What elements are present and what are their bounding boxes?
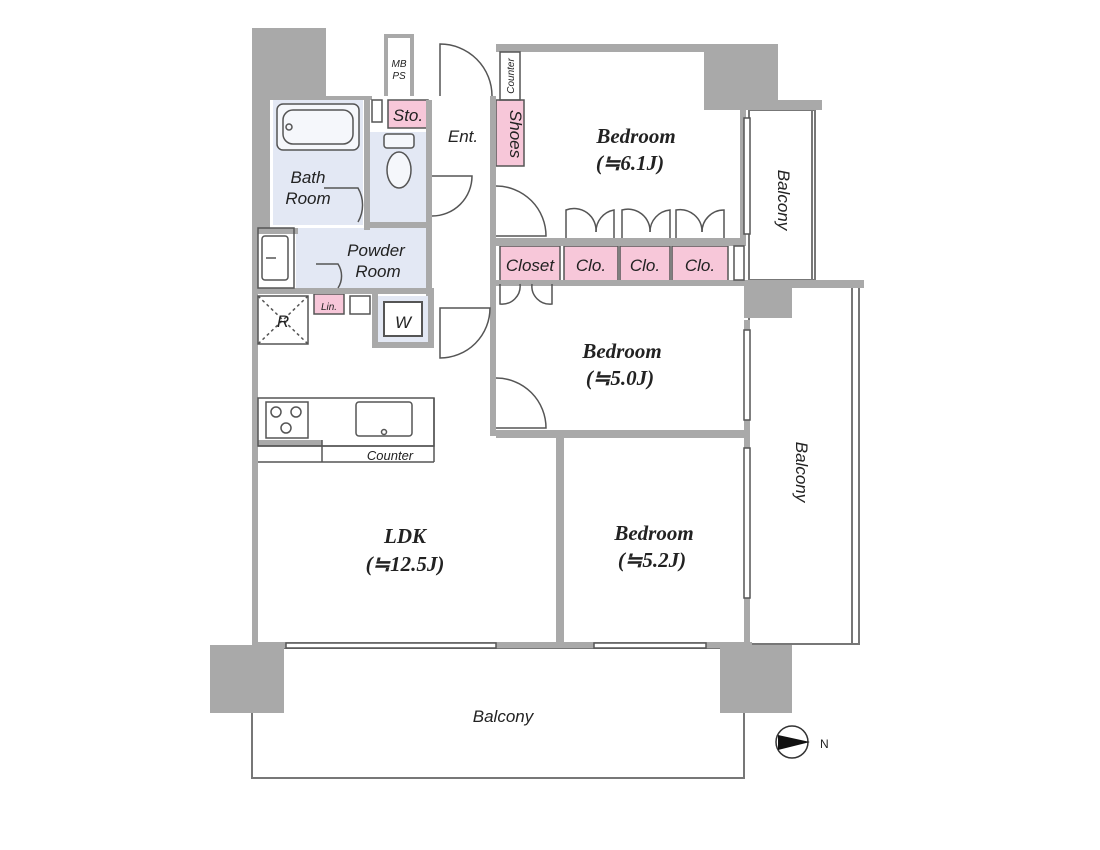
bath-room-label-1: Bath	[291, 168, 326, 187]
counter-top-label: Counter	[506, 58, 517, 94]
refrigerator-label: R	[277, 312, 289, 331]
counter-kitchen-label: Counter	[367, 448, 414, 463]
bedroom3-name: Bedroom	[613, 521, 693, 545]
bedroom2-size: (≒5.0J)	[586, 366, 654, 390]
powder-room-floor	[296, 228, 430, 294]
mb-ps-label-top: MB	[392, 59, 407, 70]
stove-icon	[265, 401, 309, 439]
thin-lines	[257, 51, 745, 463]
washer-label: W	[395, 313, 413, 332]
north-label: N	[820, 737, 829, 751]
clo3-label: Clo.	[685, 256, 715, 275]
bedroom1-name: Bedroom	[595, 124, 675, 148]
balcony-right-mid-label: Balcony	[792, 442, 811, 504]
linen-label: Lin.	[321, 302, 337, 313]
balcony-bottom-label: Balcony	[473, 707, 535, 726]
clo1-label: Clo.	[576, 256, 606, 275]
kitchen-sink-icon	[355, 401, 413, 437]
windows	[285, 117, 751, 649]
sto-label: Sto.	[393, 106, 423, 125]
bedroom3-size: (≒5.2J)	[618, 548, 686, 572]
bathtub-icon	[276, 103, 360, 151]
toilet-icon	[383, 133, 415, 189]
doors	[316, 43, 725, 429]
ldk-name: LDK	[383, 524, 428, 548]
north-compass-icon: N	[775, 725, 829, 759]
bedroom2-name: Bedroom	[581, 339, 661, 363]
powder-room-label-1: Powder	[347, 241, 406, 260]
mb-ps-label-bottom: PS	[392, 71, 406, 82]
storage-areas	[313, 99, 729, 315]
clo2-label: Clo.	[630, 256, 660, 275]
washer-icon	[383, 301, 423, 337]
shoes-label: Shoes	[506, 110, 525, 159]
powder-room-label-2: Room	[355, 262, 400, 281]
ldk-size: (≒12.5J)	[366, 552, 445, 576]
ent-label: Ent.	[448, 127, 478, 146]
closet-label: Closet	[506, 256, 555, 275]
sink-icon	[261, 235, 289, 281]
bedroom1-size: (≒6.1J)	[596, 151, 664, 175]
bath-room-label-2: Room	[285, 189, 330, 208]
balcony-right-top-label: Balcony	[774, 170, 793, 232]
